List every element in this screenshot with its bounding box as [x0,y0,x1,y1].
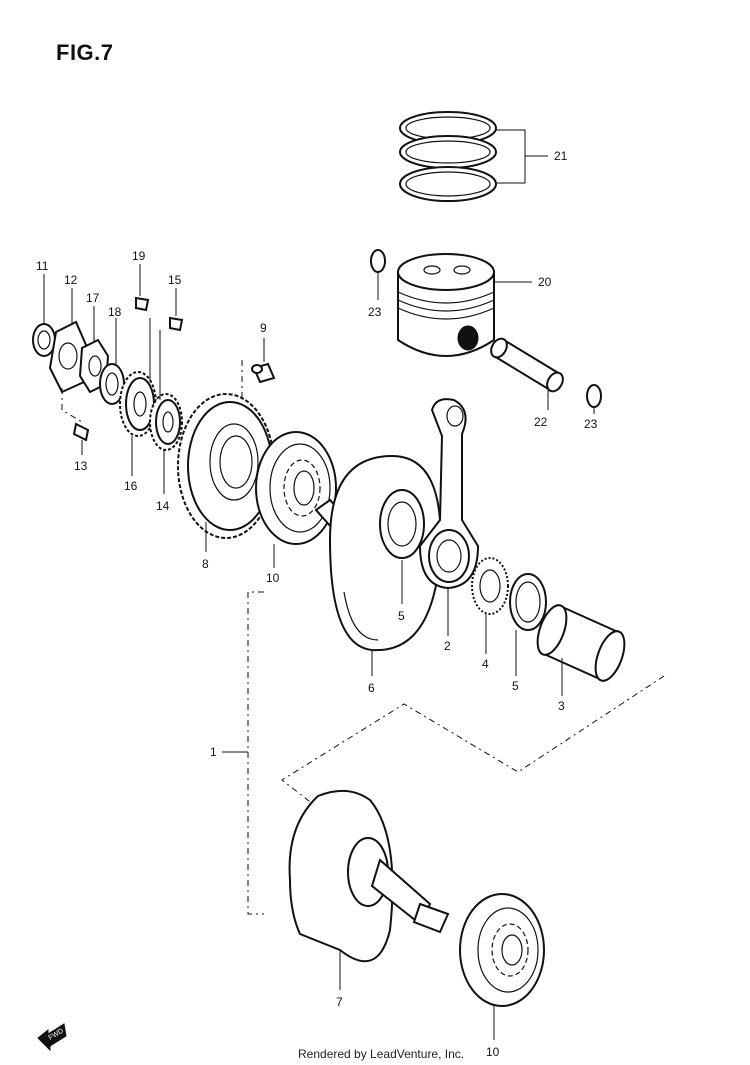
callout-23b: 23 [584,417,598,431]
callout-22: 22 [534,415,548,429]
callout-3: 3 [558,699,565,713]
callout-5a: 5 [398,609,405,623]
crank-bearing-left [459,893,545,1040]
callout-15: 15 [168,273,182,287]
crank-gear [177,393,275,552]
callout-20: 20 [538,275,552,289]
callout-labels: 1 2 3 4 5 5 6 7 8 9 10 10 11 12 13 14 15… [36,149,598,1059]
screw [61,388,90,455]
callout-23a: 23 [368,305,382,319]
callout-6: 6 [368,681,375,695]
callout-21: 21 [554,149,568,163]
balancer-drive-gear [149,393,183,494]
piston-pin [490,337,564,410]
piston-pin-circlip-right [586,384,602,414]
crankshaft-assembly-bracket [222,591,665,915]
callout-11: 11 [36,259,49,273]
needle-bearing [471,557,509,654]
key-upper [135,264,151,380]
callout-10a: 10 [266,571,280,585]
callout-2: 2 [444,639,451,653]
callout-14: 14 [156,499,170,513]
key-lower [159,288,184,400]
lock-washer [48,288,88,394]
crankshaft-right [314,454,442,676]
callout-4: 4 [482,657,489,671]
crank-pin [536,604,626,696]
callout-5b: 5 [512,679,519,693]
connecting-rod [418,398,480,636]
callout-16: 16 [124,479,138,493]
callout-1: 1 [210,745,217,759]
thrust-washer-right [509,573,547,676]
piston-pin-circlip-left [370,249,386,300]
piston [397,253,532,357]
forward-arrow-icon: FWD [37,1023,67,1052]
crank-bearing-right [255,431,337,568]
callout-13: 13 [74,459,88,473]
callout-19: 19 [132,249,146,263]
footer-credit: Rendered by LeadVenture, Inc. [298,1047,465,1061]
callout-9: 9 [260,321,267,335]
crankshaft-left [288,789,450,990]
callout-8: 8 [202,557,209,571]
washer [99,318,125,405]
callout-10b: 10 [486,1045,500,1059]
callout-17: 17 [86,291,100,305]
piston-rings [399,111,548,202]
figure-title: FIG.7 [56,40,114,65]
callout-7: 7 [336,995,343,1009]
oil-seal [32,274,56,357]
callout-18: 18 [108,305,122,319]
callout-12: 12 [64,273,78,287]
